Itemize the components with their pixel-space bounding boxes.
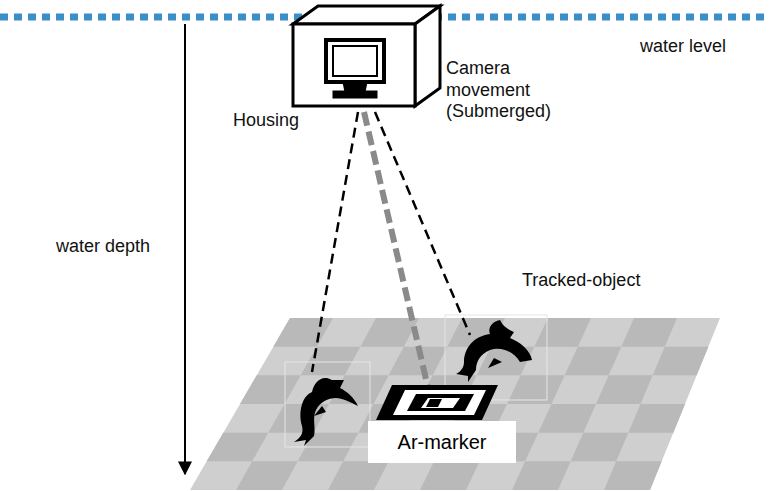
node-text: Ar-marker <box>398 431 487 454</box>
dolphin <box>456 320 532 382</box>
floor-tile <box>360 318 419 347</box>
floor-tile <box>604 461 662 490</box>
floor-tile <box>273 318 333 347</box>
water-level-label: water level <box>640 36 726 58</box>
housing-label: Housing <box>233 110 299 132</box>
camera-label: Camera movement (Submerged) <box>446 58 596 123</box>
floor-tile <box>207 433 269 462</box>
floor-tile <box>268 404 329 433</box>
view-line <box>375 112 470 335</box>
floor-tile <box>420 461 480 490</box>
object-label: Tracked-object <box>522 270 640 292</box>
floor-tile <box>628 404 685 433</box>
floor-tile <box>236 461 298 490</box>
tracking-box <box>285 362 370 447</box>
floor-tile <box>571 433 629 462</box>
floor-tile <box>240 375 301 404</box>
floor-tile <box>534 318 591 347</box>
floor-tile <box>596 375 653 404</box>
depth-arrow <box>184 24 186 474</box>
dolphin <box>294 378 358 446</box>
marker-line <box>364 112 432 405</box>
label-box: Ar-marker <box>368 421 516 463</box>
ar-marker-pattern <box>376 385 498 420</box>
floor-tile <box>512 461 571 490</box>
floor-tile <box>301 347 361 376</box>
floor-tile <box>653 347 709 376</box>
floor-tile <box>621 318 677 347</box>
view-line <box>312 112 358 372</box>
depth-label: water depth <box>56 236 150 258</box>
housing-cube <box>293 6 440 106</box>
floor-tile <box>328 461 389 490</box>
floor-tile <box>538 404 596 433</box>
floor-grid <box>190 318 720 490</box>
floor-tile <box>565 347 622 376</box>
